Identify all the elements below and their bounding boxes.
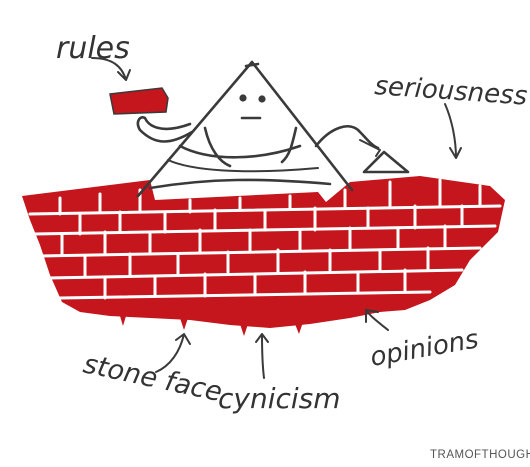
right-arm [314,125,380,150]
label-rules: rules [56,31,130,66]
label-opinions: opinions [368,324,481,373]
credit-text: TRAMOFTHOUGHT.ORG [430,449,530,461]
left-eye [239,94,247,102]
label-cynicism: cynicism [218,382,341,415]
right-eye [258,95,266,103]
annotation-arrows [91,57,462,379]
trowel-blade [362,150,410,174]
opinions-arrow [365,309,389,331]
triangle-character [109,60,410,198]
label-seriousness: seriousness [374,71,529,112]
cynicism-arrow [255,333,269,379]
seriousness-arrow [444,103,462,159]
triangle-outline [136,60,354,198]
label-stone-face: stone face [81,349,225,409]
stone-face-arrow [155,333,191,373]
left-arm [136,116,194,143]
rules-arrow [91,57,131,81]
shirt-outline [178,126,302,168]
trowel-handle [359,139,381,157]
held-brick [109,87,169,115]
brick-wall [22,176,505,336]
